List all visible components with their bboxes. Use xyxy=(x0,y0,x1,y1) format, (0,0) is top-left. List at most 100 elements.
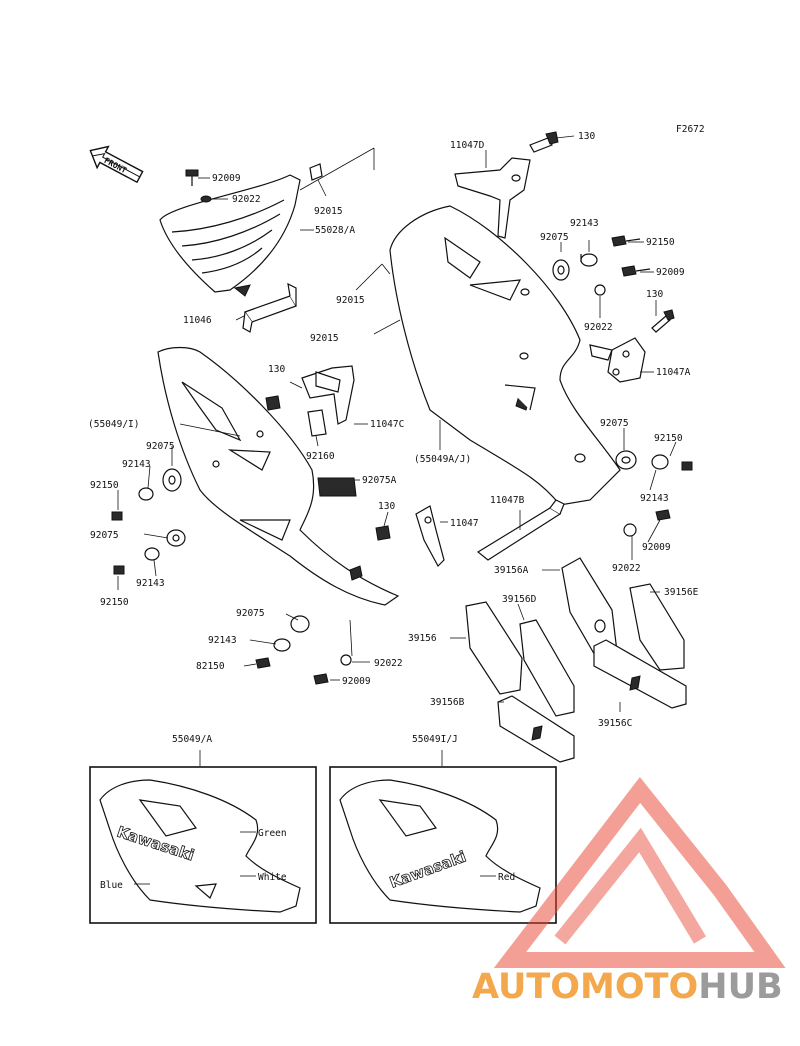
part-label: 92022 xyxy=(612,563,641,574)
screw-icon xyxy=(185,169,199,186)
part-label: 92143 xyxy=(136,578,165,589)
front-arrow-icon: FRONT xyxy=(89,145,144,184)
color-label: Red xyxy=(498,872,515,883)
part-label: 11047C xyxy=(370,419,404,430)
part-label: (55049/I) xyxy=(88,419,139,430)
pad-39156c xyxy=(593,639,687,709)
part-label: 11047A xyxy=(656,367,691,378)
collar-icon xyxy=(273,638,291,652)
screw-icon xyxy=(313,673,329,685)
part-label: 39156B xyxy=(430,697,465,708)
inner-cover-55028 xyxy=(159,174,301,297)
part-label: 39156E xyxy=(664,587,699,598)
bolt-icon xyxy=(375,525,391,541)
stay-11047d xyxy=(454,157,531,239)
washer-icon xyxy=(594,284,606,296)
bracket-11046 xyxy=(242,282,297,333)
grommet-icon xyxy=(615,450,637,470)
screw-icon xyxy=(655,509,671,521)
watermark-text-grey: HUB xyxy=(698,967,782,1007)
part-label: 55049I/J xyxy=(412,734,458,745)
part-label: 92150 xyxy=(646,237,675,248)
screw-icon xyxy=(621,265,651,277)
color-label: Blue xyxy=(100,880,123,891)
bolt-icon xyxy=(651,309,675,333)
part-label: 130 xyxy=(268,364,285,375)
part-label: 92143 xyxy=(208,635,237,646)
pad-39156b xyxy=(497,695,575,763)
collar-icon xyxy=(138,487,154,501)
watermark-text-orange: AUTOMOTO xyxy=(472,967,698,1007)
part-label: 92009 xyxy=(656,267,685,278)
part-label: 82150 xyxy=(196,661,225,672)
part-label: 92022 xyxy=(584,322,613,333)
part-label: 55049/A xyxy=(172,734,212,745)
part-label: 92075A xyxy=(362,475,397,486)
stay-11047b xyxy=(476,499,565,561)
part-label: 92075 xyxy=(236,608,265,619)
pad-39156 xyxy=(465,601,523,695)
part-label: 55028/A xyxy=(315,225,355,236)
part-label: 130 xyxy=(646,289,663,300)
part-label: 92015 xyxy=(314,206,343,217)
part-label: 92143 xyxy=(570,218,599,229)
stay-11047a xyxy=(589,337,646,383)
bolt-icon xyxy=(529,131,559,153)
part-label: 92022 xyxy=(374,658,403,669)
part-label: 92150 xyxy=(100,597,129,608)
part-label: 92009 xyxy=(642,542,671,553)
washer-icon xyxy=(340,654,352,666)
part-label: 130 xyxy=(578,131,595,142)
stay-11047 xyxy=(415,505,445,567)
screw-icon xyxy=(255,657,271,669)
part-label: 11047D xyxy=(450,140,485,151)
part-label: 92015 xyxy=(310,333,339,344)
diagram-code: F2672 xyxy=(676,124,705,135)
part-label: 92150 xyxy=(654,433,683,444)
grommet-icon xyxy=(552,259,570,281)
color-label: White xyxy=(258,872,287,883)
screw-icon xyxy=(113,565,125,575)
screw-icon xyxy=(611,235,641,247)
collar-icon xyxy=(651,454,669,470)
collar-icon xyxy=(144,547,160,561)
svg-text:AUTOMOTOHUB: AUTOMOTOHUB xyxy=(472,967,783,1007)
part-label: 92075 xyxy=(540,232,569,243)
part-label: 39156 xyxy=(408,633,437,644)
part-label: 39156D xyxy=(502,594,537,605)
part-label: 92075 xyxy=(600,418,629,429)
pad-39156e xyxy=(629,583,685,671)
part-label: 92143 xyxy=(640,493,669,504)
part-label: 11046 xyxy=(183,315,212,326)
part-label: 11047B xyxy=(490,495,525,506)
part-label: 11047 xyxy=(450,518,479,529)
inset-cowl-right: Kawasaki Red xyxy=(329,766,557,924)
inset-cowl-left: Kawasaki Green White Blue xyxy=(89,766,317,924)
lower-cowl-right xyxy=(389,205,621,506)
grommet-icon xyxy=(166,529,186,547)
washer-icon xyxy=(623,523,637,537)
part-label: 92075 xyxy=(146,441,175,452)
pad-92075a xyxy=(317,477,357,497)
screw-icon xyxy=(111,511,123,521)
part-label: 39156A xyxy=(494,565,529,576)
part-label: 92009 xyxy=(342,676,371,687)
washer-icon xyxy=(200,195,212,203)
grommet-icon xyxy=(162,468,182,492)
lower-cowl-left xyxy=(157,346,400,606)
part-label: (55049A/J) xyxy=(414,454,471,465)
screw-icon xyxy=(681,461,693,471)
pad-39156d xyxy=(519,619,575,717)
part-label: 92075 xyxy=(90,530,119,541)
leader-lines xyxy=(117,135,677,766)
washer-icon xyxy=(574,453,586,463)
part-label: 92160 xyxy=(306,451,335,462)
part-label: 92150 xyxy=(90,480,119,491)
grommet-icon xyxy=(290,615,310,633)
color-label: Green xyxy=(258,828,287,839)
part-label: 92009 xyxy=(212,173,241,184)
watermark-logo: AUTOMOTOHUB xyxy=(472,777,786,1007)
part-label: 39156C xyxy=(598,718,632,729)
stay-11047c xyxy=(301,365,355,425)
